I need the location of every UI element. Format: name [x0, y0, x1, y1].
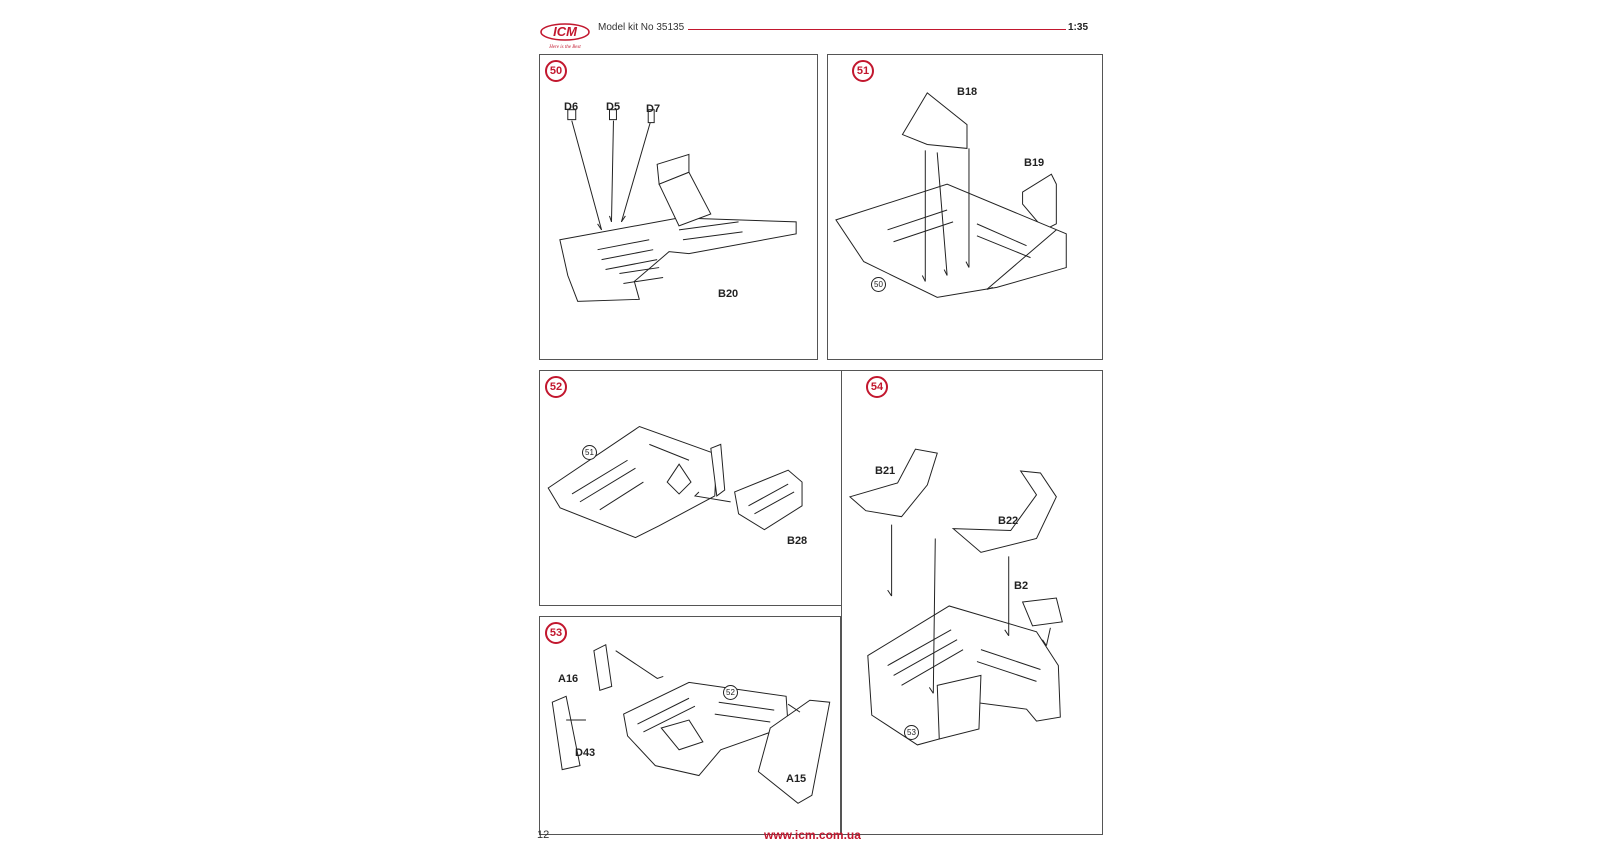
icm-logo: ICM Here is the Best [540, 20, 590, 50]
step-51-ref-badge: 50 [871, 277, 886, 292]
step-52-badge: 52 [545, 376, 567, 398]
scale-label: 1:35 [1068, 22, 1089, 33]
step-50-panel: 50 D6 D5 D7 B20 [539, 54, 818, 360]
part-label-b28: B28 [787, 535, 808, 547]
part-label-b22: B22 [998, 515, 1019, 527]
page-number: 12 [537, 829, 550, 841]
step-53-panel: 53 52 A16 D43 A15 [539, 616, 841, 835]
part-label-b20: B20 [718, 288, 739, 300]
step-54-badge: 54 [866, 376, 888, 398]
step-51-drawing [835, 92, 1067, 298]
step-53-ref-badge: 52 [723, 685, 738, 700]
part-label-d7: D7 [646, 103, 661, 115]
header-rule [688, 29, 1066, 30]
part-label-d43: D43 [575, 747, 596, 759]
logo-tagline: Here is the Best [548, 45, 581, 50]
step-50-drawing [559, 109, 797, 302]
step-53-badge: 53 [545, 622, 567, 644]
part-label-b21: B21 [875, 465, 896, 477]
part-label-d5: D5 [606, 101, 621, 113]
step-50-badge: 50 [545, 60, 567, 82]
part-label-b2: B2 [1014, 580, 1029, 592]
part-label-a15: A15 [786, 773, 807, 785]
step-54-panel: 54 53 B21 B22 B2 [841, 370, 1103, 835]
step-52-ref-badge: 51 [582, 445, 597, 460]
part-label-b18: B18 [957, 86, 978, 98]
part-label-d6: D6 [564, 101, 579, 113]
logo-text: ICM [553, 24, 578, 39]
step-52-drawing [547, 425, 803, 539]
step-52-panel: 52 51 B28 [539, 370, 842, 606]
step-51-panel: 51 50 B18 B19 [827, 54, 1103, 360]
step-53-drawing [551, 643, 831, 804]
model-title: Model kit No 35135 [598, 22, 685, 33]
step-54-ref-badge: 53 [904, 725, 919, 740]
step-51-badge: 51 [852, 60, 874, 82]
part-label-b19: B19 [1024, 157, 1045, 169]
website-link[interactable]: www.icm.com.ua [764, 828, 861, 842]
part-label-a16: A16 [558, 673, 579, 685]
step-54-drawing [848, 448, 1063, 746]
